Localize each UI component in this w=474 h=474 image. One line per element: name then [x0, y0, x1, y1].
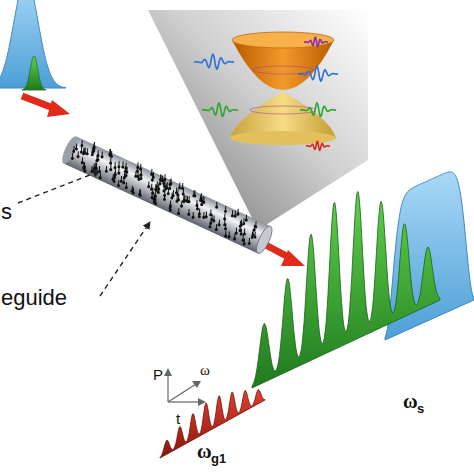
frequency-subscript: s [417, 401, 424, 416]
signal-pulse-train [252, 192, 440, 389]
idler-pulse-train [160, 390, 265, 458]
axis-label: ω [200, 362, 210, 379]
cut-label: s [1, 199, 12, 225]
leader-arrow [18, 171, 100, 203]
beam-arrow [262, 243, 305, 266]
input-pulse [22, 56, 46, 90]
frequency-subscript: g1 [211, 451, 226, 466]
band-structure [230, 32, 336, 145]
wave-packets [194, 37, 338, 150]
axis-label: t [176, 410, 180, 427]
frequency-symbol: ω [403, 390, 418, 413]
waveguide [59, 132, 276, 256]
frequency-symbol: ω [197, 440, 212, 463]
axis-label: P [153, 366, 163, 383]
beam-arrow [22, 96, 70, 117]
axes [164, 368, 206, 406]
leader-arrow [100, 222, 150, 296]
cut-label: eguide [1, 285, 67, 311]
